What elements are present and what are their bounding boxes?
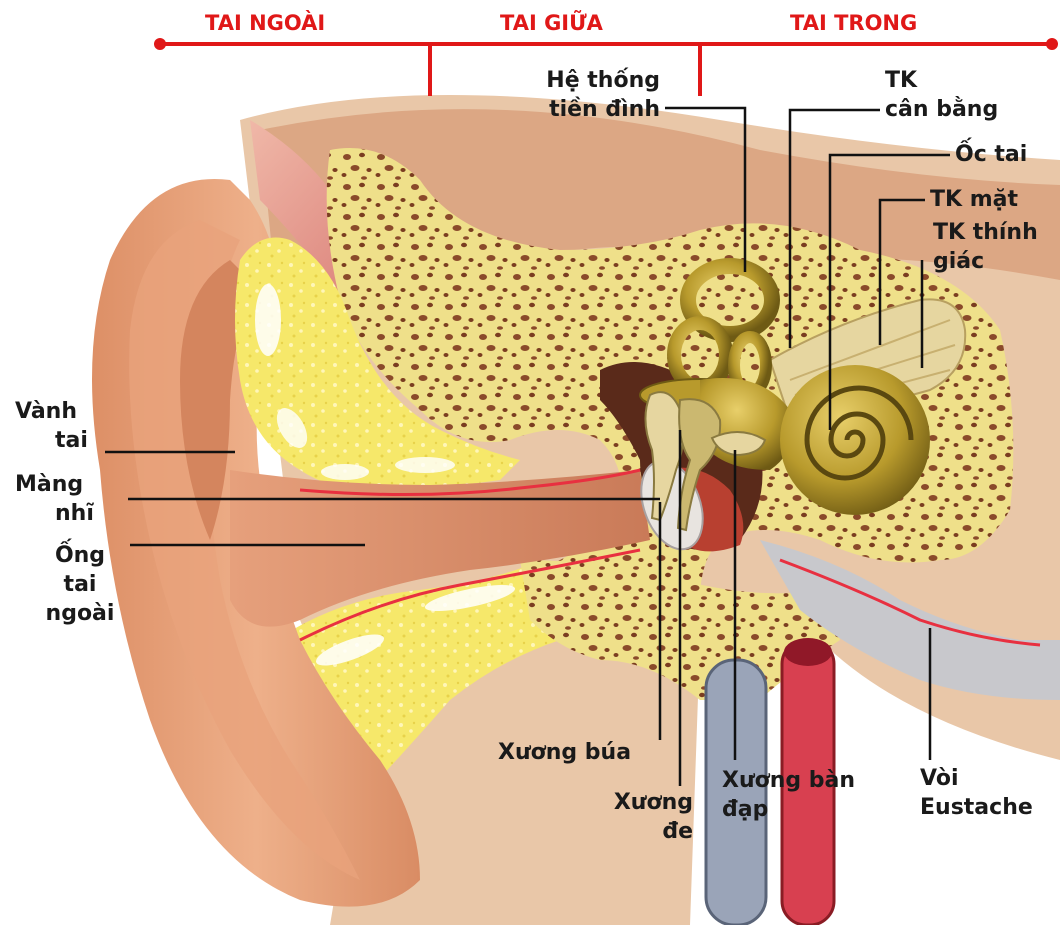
label-stapes: Xương bàn đạp — [722, 766, 855, 824]
label-incus: Xương đe — [575, 788, 693, 846]
section-middle-ear: TAI GIỮA — [500, 11, 603, 35]
label-auricle: Vành tai — [15, 397, 88, 455]
label-vestibular-system: Hệ thống tiền đình — [510, 66, 660, 124]
label-eustachian-tube: Vòi Eustache — [920, 764, 1033, 822]
label-cochlea: Ốc tai — [955, 140, 1027, 169]
cartilage-highlight — [321, 464, 369, 480]
label-balance-nerve: TK cân bằng — [885, 66, 998, 124]
label-auditory-nerve: TK thính giác — [933, 218, 1038, 276]
cartilage-highlight — [255, 284, 281, 356]
artery-opening — [784, 638, 832, 666]
section-inner-ear: TAI TRONG — [790, 11, 917, 35]
label-eardrum: Màng nhĩ — [15, 470, 94, 528]
section-outer-ear: TAI NGOÀI — [205, 11, 325, 35]
cochlea-spiral — [780, 365, 930, 515]
label-ear-canal: Ống tai ngoài — [30, 541, 130, 628]
label-malleus: Xương búa — [498, 738, 631, 767]
label-facial-nerve: TK mặt — [930, 185, 1018, 214]
cartilage-highlight — [395, 457, 455, 473]
